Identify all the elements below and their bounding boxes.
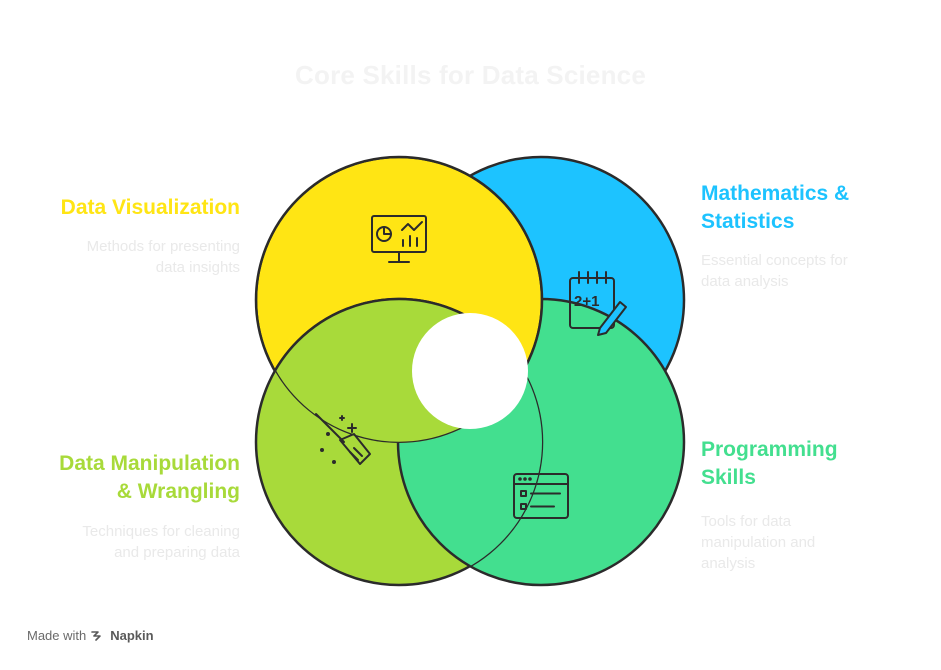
svg-text:2+1: 2+1	[574, 293, 599, 310]
dashboard-monitor-icon	[371, 215, 427, 263]
napkin-logo-icon	[91, 630, 102, 641]
footer-brand: Napkin	[110, 628, 154, 643]
broom-sparkle-icon	[315, 413, 371, 465]
calendar-calculation-icon: 2+1	[569, 271, 627, 336]
center-hole	[412, 313, 528, 429]
manipulation-label: Data Manipulation & Wrangling	[59, 452, 240, 503]
manipulation-description: Techniques for cleaning and preparing da…	[82, 523, 240, 561]
made-with-napkin-footer: Made with Napkin	[27, 628, 154, 643]
footer-prefix: Made with	[27, 628, 87, 643]
programming-label: Programming Skills	[701, 438, 838, 489]
visualization-description: Methods for presenting data insights	[86, 238, 240, 276]
mathematics-label: Mathematics & Statistics	[701, 182, 850, 233]
visualization-label: Data Visualization	[60, 196, 240, 219]
mathematics-description: Essential concepts for data analysis	[701, 252, 848, 290]
programming-description: Tools for data manipulation and analysis	[701, 513, 816, 572]
diagram-title: Core Skills for Data Science	[295, 60, 646, 90]
code-window-icon	[513, 473, 569, 519]
